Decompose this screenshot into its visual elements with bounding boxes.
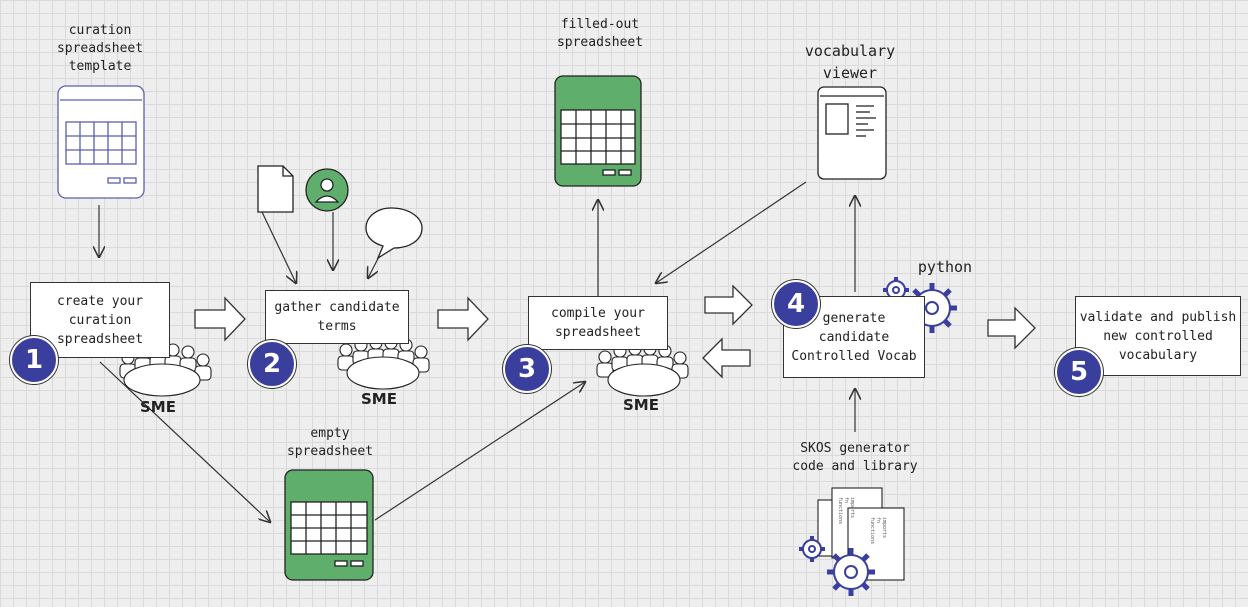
step2-box: gather candidate terms — [265, 290, 409, 344]
arrow-empty-to-step3 — [374, 382, 585, 521]
filled-spreadsheet-icon — [554, 75, 642, 187]
sme-label-2: SME — [361, 390, 397, 408]
template-spreadsheet-icon — [57, 85, 145, 199]
block-arrow-4-5 — [987, 306, 1036, 350]
sme-table-3 — [596, 342, 689, 397]
step3-box: compile your spreadsheet — [528, 296, 668, 350]
template-label: curation spreadsheet template — [56, 23, 144, 74]
step2-number-badge: 2 — [248, 340, 296, 388]
block-arrow-2-3 — [437, 296, 489, 342]
vocabulary-viewer-label: vocabulary viewer — [804, 42, 896, 82]
step3-number-badge: 3 — [503, 345, 551, 393]
empty-spreadsheet-label: empty spreadsheet — [286, 426, 374, 459]
arrow-step1-to-empty — [99, 361, 270, 522]
step5-number-badge: 5 — [1055, 348, 1103, 396]
code-doc-text-1: imports fn functions — [837, 497, 855, 525]
step5-box: validate and publish new controlled voca… — [1075, 296, 1241, 376]
block-arrow-4-3 — [702, 337, 751, 379]
skos-gears-icon — [799, 536, 875, 596]
arrow-viewer-to-step3 — [656, 181, 807, 283]
arrow-doc-to-step2 — [261, 211, 296, 283]
block-arrow-1-2 — [194, 296, 246, 342]
sme-label-3: SME — [623, 396, 659, 414]
step4-number-badge: 4 — [772, 280, 820, 328]
sme-label-1: SME — [140, 398, 176, 416]
step1-number-badge: 1 — [10, 336, 58, 384]
block-arrow-3-4 — [704, 284, 753, 326]
vocabulary-viewer-icon — [817, 86, 887, 180]
empty-spreadsheet-icon — [284, 469, 374, 581]
person-icon — [305, 168, 349, 212]
speech-bubble-icon — [365, 207, 423, 260]
document-icon — [257, 165, 294, 213]
python-label: python — [917, 258, 973, 276]
code-doc-text-2: imports fn functions — [869, 517, 887, 545]
sme-table-2 — [337, 336, 430, 390]
filled-spreadsheet-label: filled-out spreadsheet — [556, 17, 644, 50]
skos-generator-label: SKOS generator code and library — [792, 441, 918, 474]
skos-code-icon — [817, 487, 905, 581]
